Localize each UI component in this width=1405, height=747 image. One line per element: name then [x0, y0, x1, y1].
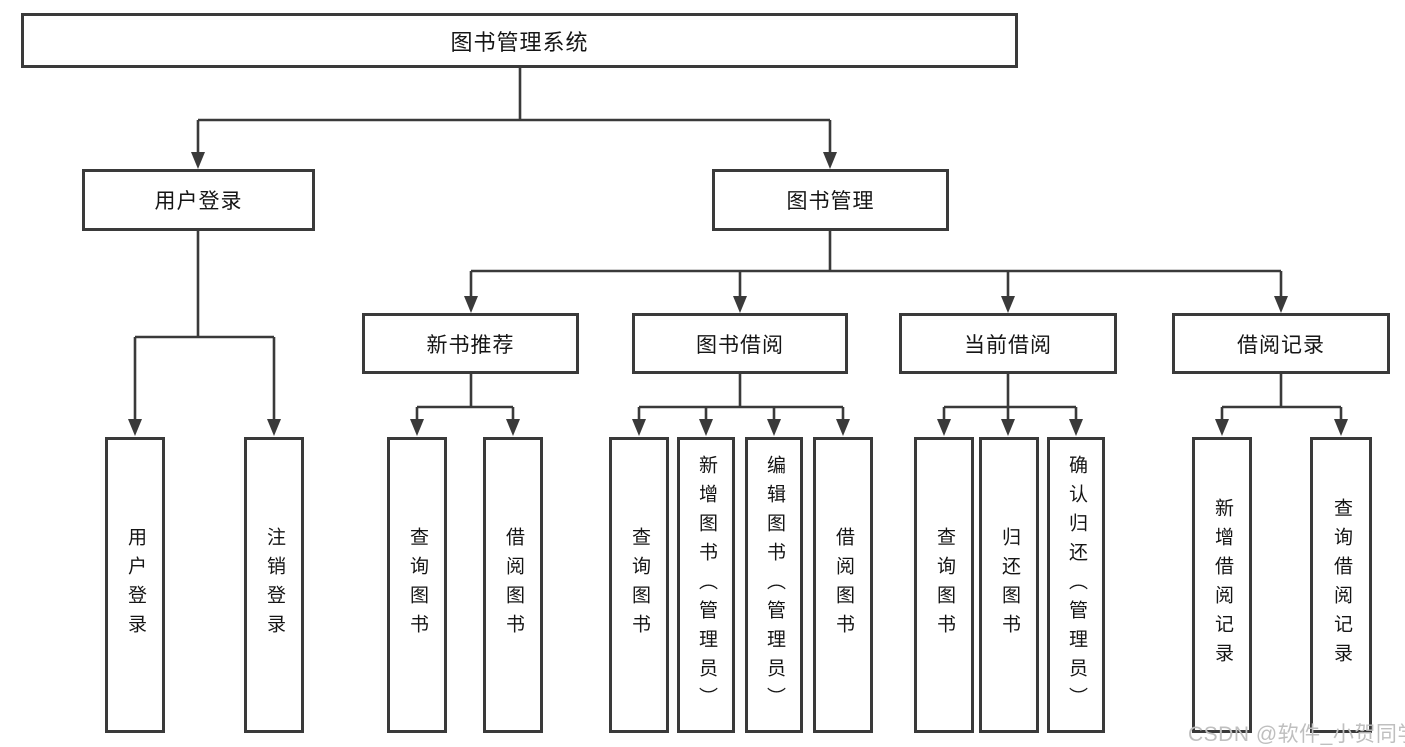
- leaf-query-books-recommend: 查询图书: [387, 437, 447, 733]
- leaf-edit-books-admin: 编辑图书（管理员）: [745, 437, 803, 733]
- leaf-borrow-books: 借阅图书: [813, 437, 873, 733]
- node-book-management: 图书管理: [712, 169, 949, 231]
- leaf-query-books-current: 查询图书: [914, 437, 974, 733]
- leaf-borrow-books-recommend: 借阅图书: [483, 437, 543, 733]
- node-root: 图书管理系统: [21, 13, 1018, 68]
- node-borrow-records: 借阅记录: [1172, 313, 1390, 374]
- leaf-add-books-admin: 新增图书（管理员）: [677, 437, 735, 733]
- watermark: CSDN @软件_小贺同学: [1188, 723, 1405, 746]
- node-book-borrow: 图书借阅: [632, 313, 848, 374]
- leaf-add-borrow-record: 新增借阅记录: [1192, 437, 1252, 733]
- leaf-return-books: 归还图书: [979, 437, 1039, 733]
- node-current-borrow: 当前借阅: [899, 313, 1117, 374]
- node-new-book-recommend: 新书推荐: [362, 313, 579, 374]
- leaf-query-borrow-record: 查询借阅记录: [1310, 437, 1372, 733]
- leaf-query-books-borrow: 查询图书: [609, 437, 669, 733]
- leaf-confirm-return-admin: 确认归还（管理员）: [1047, 437, 1105, 733]
- leaf-user-login: 用户登录: [105, 437, 165, 733]
- leaf-logout: 注销登录: [244, 437, 304, 733]
- arrowheads: [128, 152, 1348, 436]
- node-user-login: 用户登录: [82, 169, 315, 231]
